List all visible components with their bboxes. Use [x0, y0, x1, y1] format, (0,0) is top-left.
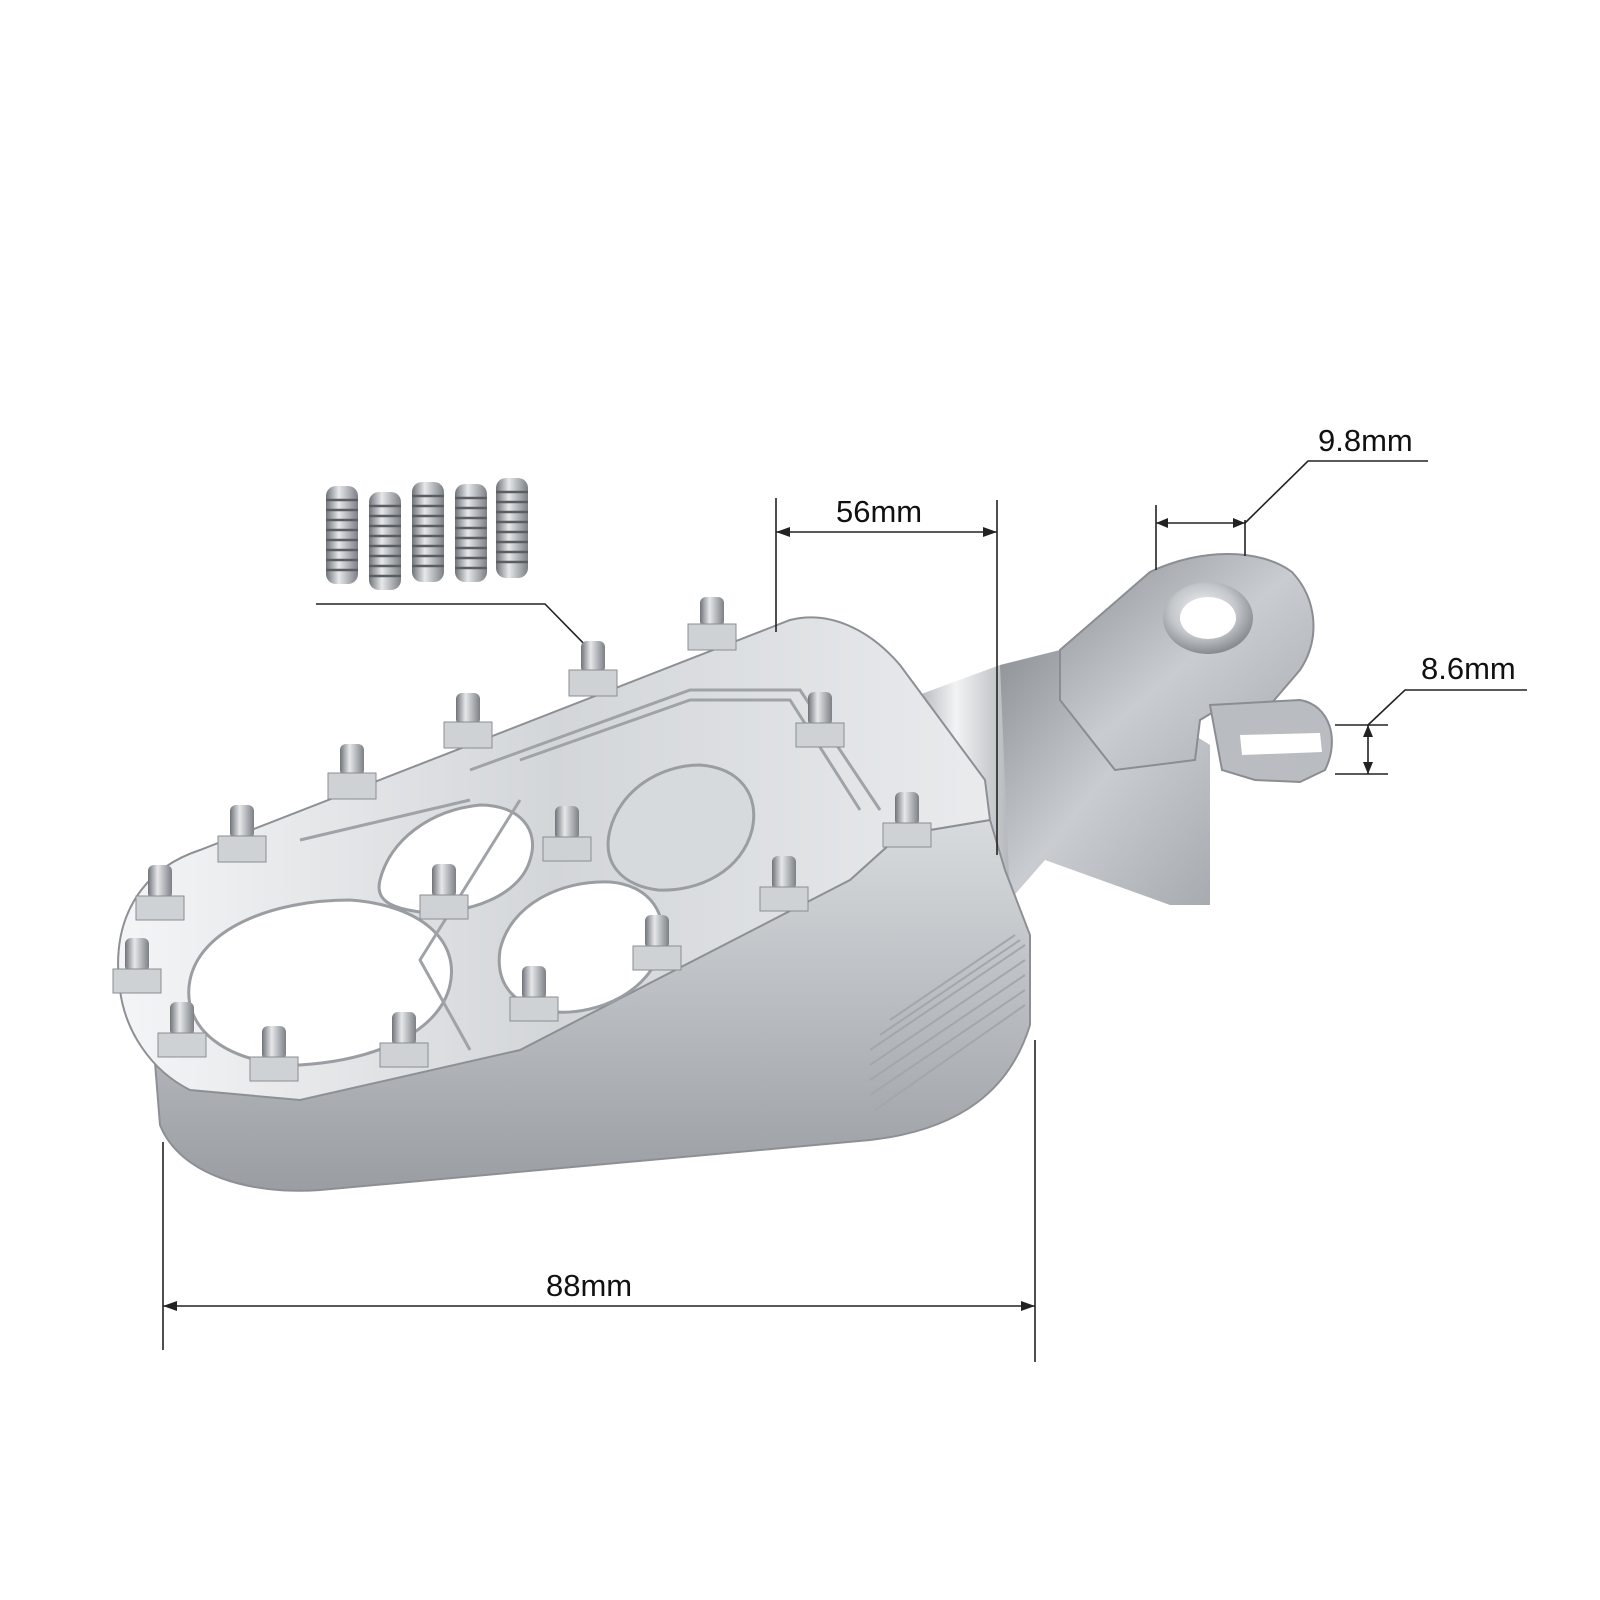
dimension-lines — [162, 460, 1527, 1362]
spare-screw-2 — [369, 492, 401, 590]
cleat-screw — [509, 966, 559, 1022]
ribbed-grip — [869, 934, 1026, 1111]
cleat-screw — [795, 692, 845, 748]
cleat-screw — [112, 938, 162, 994]
cleat-screw — [759, 856, 809, 912]
spare-screw-5 — [496, 478, 528, 578]
dimension-arrows — [163, 518, 1373, 1311]
spare-screws — [326, 478, 528, 590]
cleat-screws — [112, 597, 932, 1082]
spare-screw-1 — [326, 486, 358, 584]
dimension-label-overall-length: 88mm — [546, 1268, 633, 1303]
dimension-label-mount-width: 56mm — [836, 494, 923, 529]
cleat-screw — [443, 693, 493, 749]
cleat-screw — [217, 805, 267, 863]
cleat-screw — [882, 792, 932, 848]
dimension-86-leader — [1367, 689, 1527, 726]
dimension-98-leader — [1244, 460, 1428, 524]
spare-screw-4 — [455, 484, 487, 582]
cleat-screw — [327, 744, 377, 800]
screw-leader-line — [316, 603, 595, 655]
dimension-label-opening-width: 9.8mm — [1318, 423, 1413, 458]
spare-screw-3 — [412, 482, 444, 582]
cleat-screw — [542, 806, 592, 862]
dimension-label-slot-thickness: 8.6mm — [1421, 651, 1516, 686]
cleat-screw — [249, 1026, 299, 1082]
cleat-screw — [687, 597, 737, 651]
cleat-screw — [157, 1002, 207, 1058]
cleat-screw — [419, 864, 469, 920]
cleat-screw — [379, 1012, 429, 1068]
machined-ridges — [299, 688, 882, 1051]
clevis-bracket — [1059, 553, 1333, 784]
cleat-screw — [568, 641, 618, 697]
cleat-screw — [135, 865, 185, 921]
cleat-screw — [632, 915, 682, 971]
